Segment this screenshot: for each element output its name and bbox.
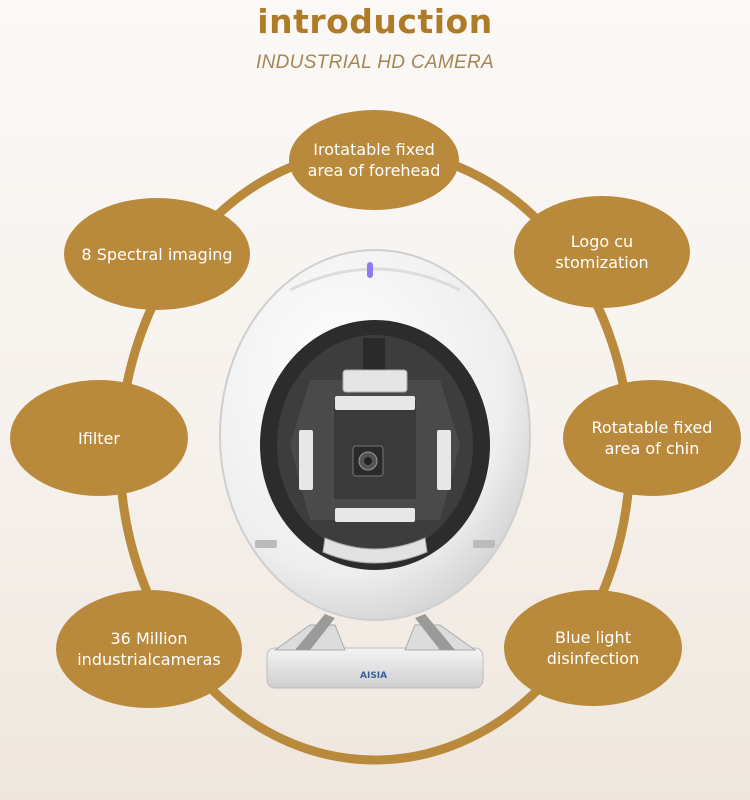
feature-line: Ifilter [78,428,120,448]
feature-bubble-filter: Ifilter [10,380,188,496]
page-subtitle: INDUSTRIAL HD CAMERA [256,52,494,73]
feature-line: Irotatable fixed [313,140,435,159]
feature-line: disinfection [546,649,640,668]
page-title: introduction [257,2,493,41]
feature-bubble-bluelight: Blue light disinfection [504,590,682,706]
feature-bubble-spectral: 8 Spectral imaging [64,198,250,310]
feature-bubble-forehead: Irotatable fixed area of forehead [289,110,459,210]
feature-line: area of chin [604,439,700,458]
feature-line: Logo cu [570,232,634,251]
feature-line: 8 Spectral imaging [81,244,233,264]
feature-bubble-cameras: 36 Million industrialcameras [56,590,242,708]
skin-analyzer-device-illustration: AISIA [219,249,531,689]
feature-line: 36 Million [110,629,188,648]
feature-bubble-logo: Logo cu stomization [514,196,690,308]
svg-text:AISIA: AISIA [360,671,387,681]
feature-bubble-chin: Rotatable fixed area of chin [563,380,741,496]
feature-line: Rotatable fixed [591,418,713,437]
feature-line: stomization [555,253,649,272]
feature-line: Blue light [555,628,631,647]
feature-line: industrialcameras [77,650,221,669]
feature-line: area of forehead [307,161,441,180]
